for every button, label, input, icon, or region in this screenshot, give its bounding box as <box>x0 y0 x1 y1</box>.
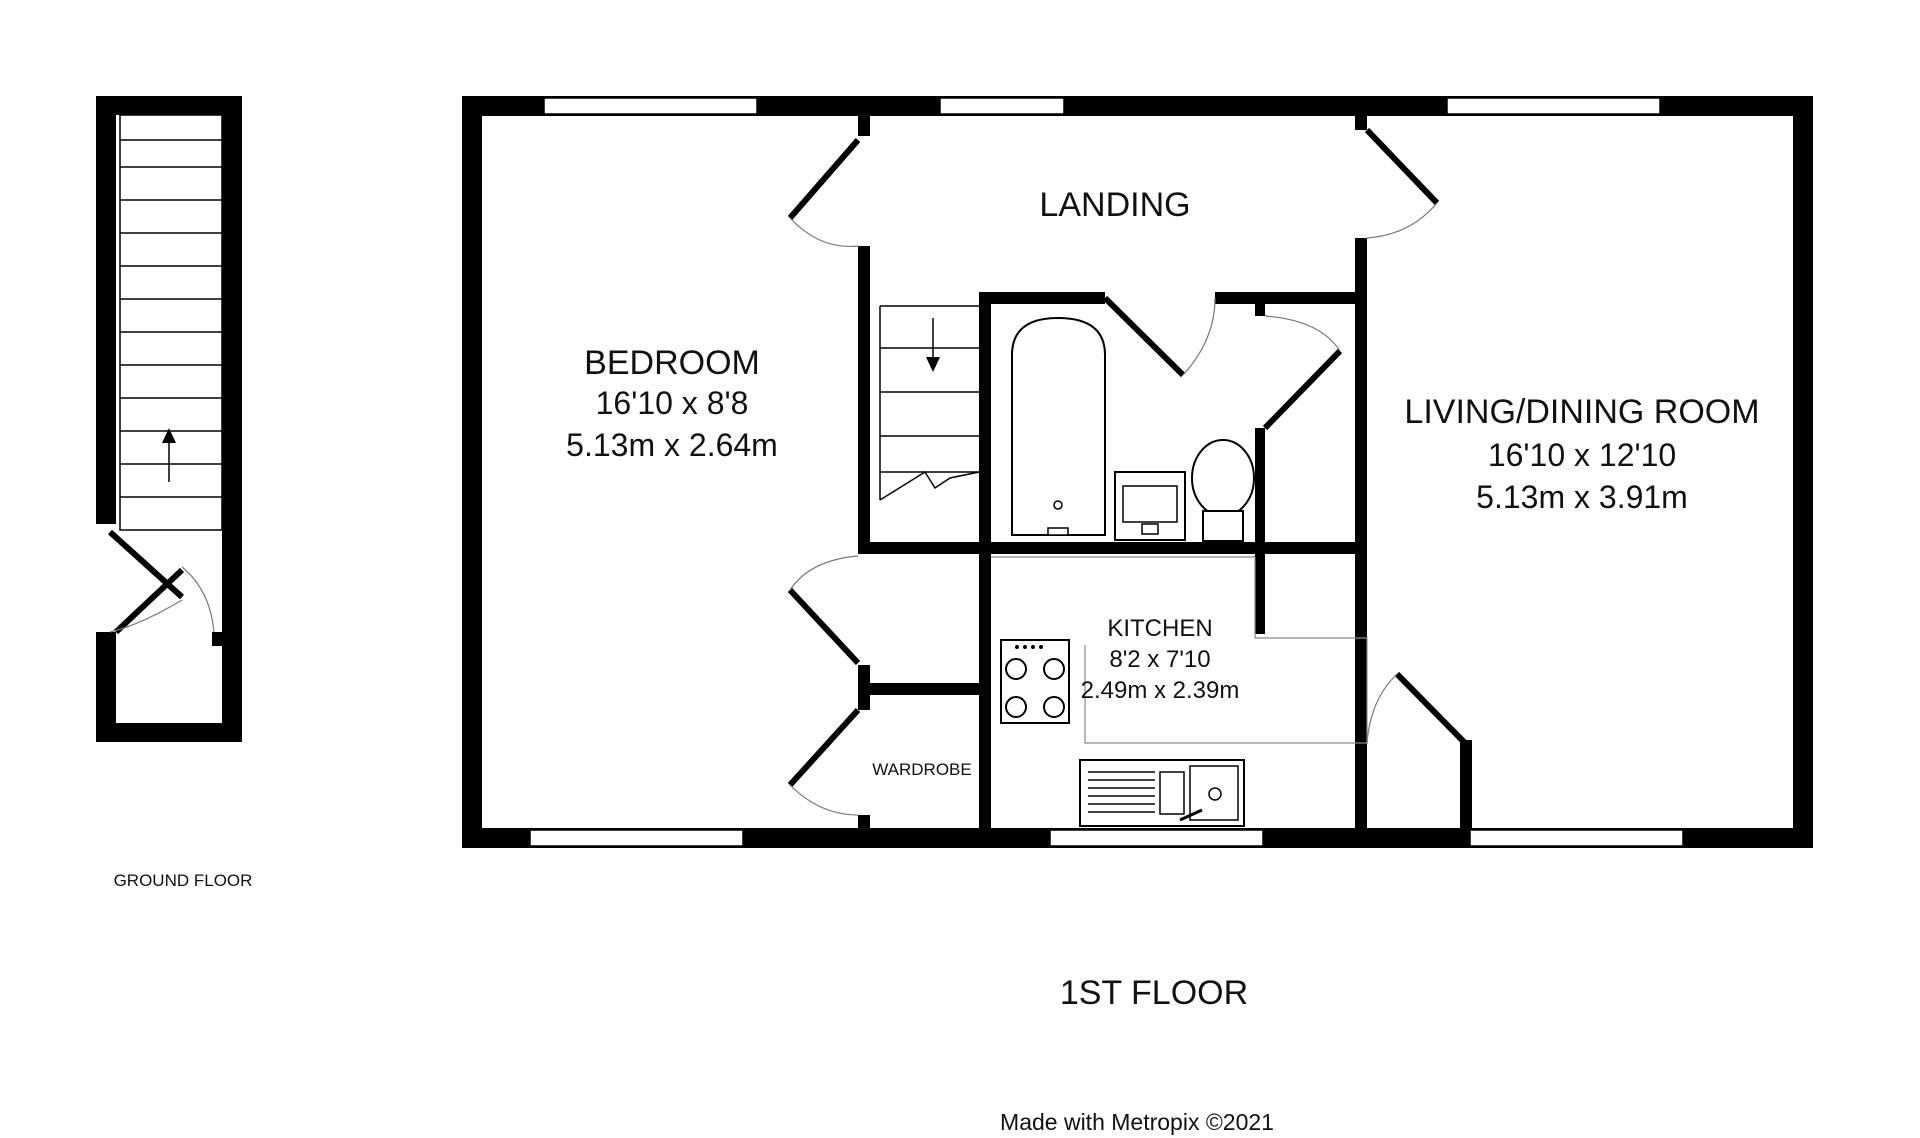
sink-icon <box>1079 759 1245 827</box>
first-floor-stairs <box>879 305 980 501</box>
bathroom-wall-top-right <box>1215 292 1367 304</box>
landing-label: LANDING <box>1039 186 1190 224</box>
metropix-credit: Made with Metropix ©2021 <box>1000 1109 1274 1135</box>
bathroom-wall-left <box>979 292 991 554</box>
window-landing-top <box>939 97 1065 115</box>
bedroom-dim-imperial: 16'10 x 8'8 <box>596 385 749 421</box>
bedroom-wall-seg-4 <box>858 815 870 828</box>
ground-door-jamb <box>212 632 222 646</box>
first-floor-label: 1ST FLOOR <box>1060 974 1248 1012</box>
ground-wall-top <box>96 96 242 115</box>
stair-down-arrow-icon <box>926 318 940 372</box>
window-living-bottom <box>1469 829 1684 847</box>
wardrobe-door <box>787 707 861 816</box>
bedroom-door <box>787 138 861 248</box>
kitchen-wall-right <box>1355 554 1367 744</box>
ground-wall-left-upper <box>96 96 116 524</box>
wardrobe-wall-top <box>858 683 991 695</box>
kitchen-dim-metric: 2.49m x 2.39m <box>1081 677 1240 704</box>
window-bedroom-bottom <box>529 829 744 847</box>
living-room-door <box>1364 127 1440 239</box>
window-kitchen-bottom <box>1049 829 1264 847</box>
ground-entrance-door <box>107 529 215 635</box>
kitchen-worktop <box>991 556 1368 744</box>
bedroom-wall-seg-2 <box>858 246 870 554</box>
outer-wall-left <box>462 96 482 848</box>
ground-wall-right <box>222 96 242 742</box>
ground-wall-left-lower <box>96 632 116 742</box>
cupboard-door <box>1262 315 1343 431</box>
living-room-dim-metric: 5.13m x 3.91m <box>1476 479 1688 515</box>
living-room-name: LIVING/DINING ROOM <box>1404 393 1759 431</box>
living-room-dim-imperial: 16'10 x 12'10 <box>1488 437 1676 473</box>
ground-floor-label: GROUND FLOOR <box>114 871 253 890</box>
window-bedroom-top <box>543 97 758 115</box>
bathroom-wall-right-lower <box>1255 428 1265 554</box>
wardrobe-label: WARDROBE <box>872 760 972 779</box>
basin-icon <box>1114 471 1186 541</box>
outer-wall-right <box>1793 96 1813 848</box>
bathroom-wall-right-upper <box>1255 292 1265 316</box>
bedroom-kitchen-door <box>787 555 861 666</box>
first-floor-plan: LANDING BEDROOM 16'10 x 8'8 5.13m x 2.64… <box>462 96 1813 848</box>
living-wall-stub <box>1460 740 1472 828</box>
landing-wall-right-top <box>1355 116 1367 130</box>
kitchen-dim-imperial: 8'2 x 7'10 <box>1109 646 1210 673</box>
bedroom-dim-metric: 5.13m x 2.64m <box>566 427 778 463</box>
landing-lower-wall <box>858 542 1367 554</box>
window-living-top <box>1446 97 1661 115</box>
kitchen-name: KITCHEN <box>1107 615 1212 642</box>
ground-wall-bottom <box>96 723 242 742</box>
ground-stairs <box>119 114 223 531</box>
hob-icon <box>1000 639 1070 724</box>
toilet-icon <box>1191 439 1255 542</box>
bathroom-wall-top-left <box>979 292 1105 304</box>
ground-floor-plan <box>96 96 242 742</box>
living-kitchen-door <box>1366 671 1469 747</box>
bedroom-name: BEDROOM <box>584 344 760 382</box>
bathtub-icon <box>1011 316 1106 536</box>
stair-up-arrow-icon <box>162 428 176 482</box>
bathroom-door <box>1102 295 1216 378</box>
kitchen-wall-right-upper <box>1255 554 1265 634</box>
bedroom-wall-seg-1 <box>858 116 870 136</box>
